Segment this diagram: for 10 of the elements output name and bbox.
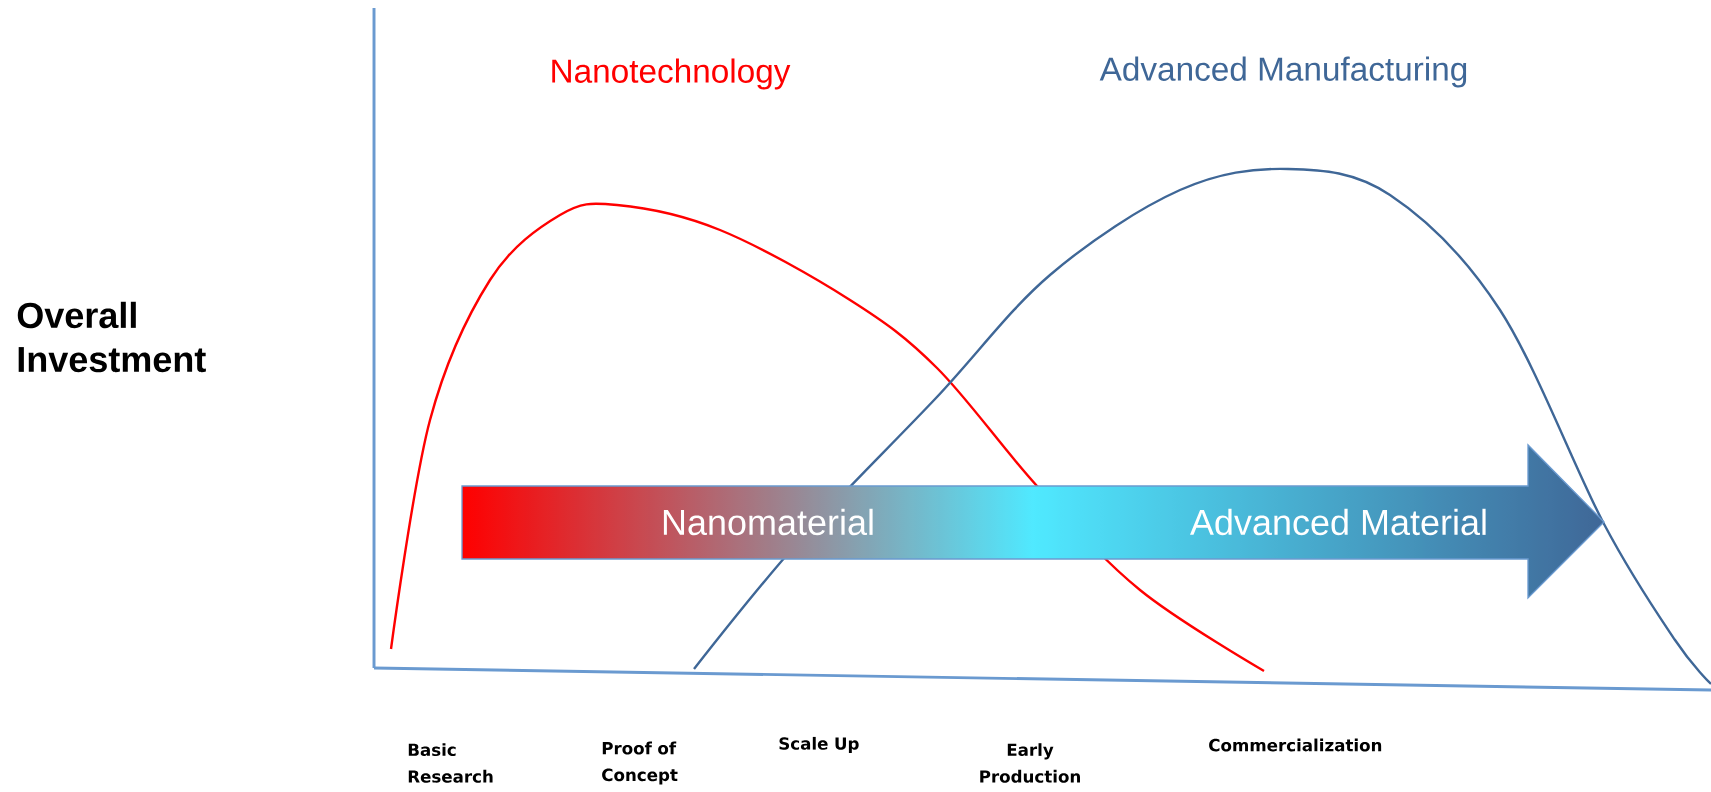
axis-title: Overall Investment	[17, 301, 206, 373]
stage-label: Proof of Concept	[602, 741, 678, 785]
arrow-label: Advanced Material	[1190, 508, 1486, 536]
stage-label: Basic Research	[408, 743, 493, 783]
curve-label: Advanced Manufacturing	[1099, 56, 1467, 88]
stage-label: Early Production	[980, 743, 1080, 783]
stage-label: Commercialization	[1209, 738, 1382, 752]
curve-label: Nanotechnology	[552, 58, 791, 90]
arrow-label: Nanomaterial	[663, 508, 873, 536]
stage-label: Scale Up	[779, 736, 859, 754]
